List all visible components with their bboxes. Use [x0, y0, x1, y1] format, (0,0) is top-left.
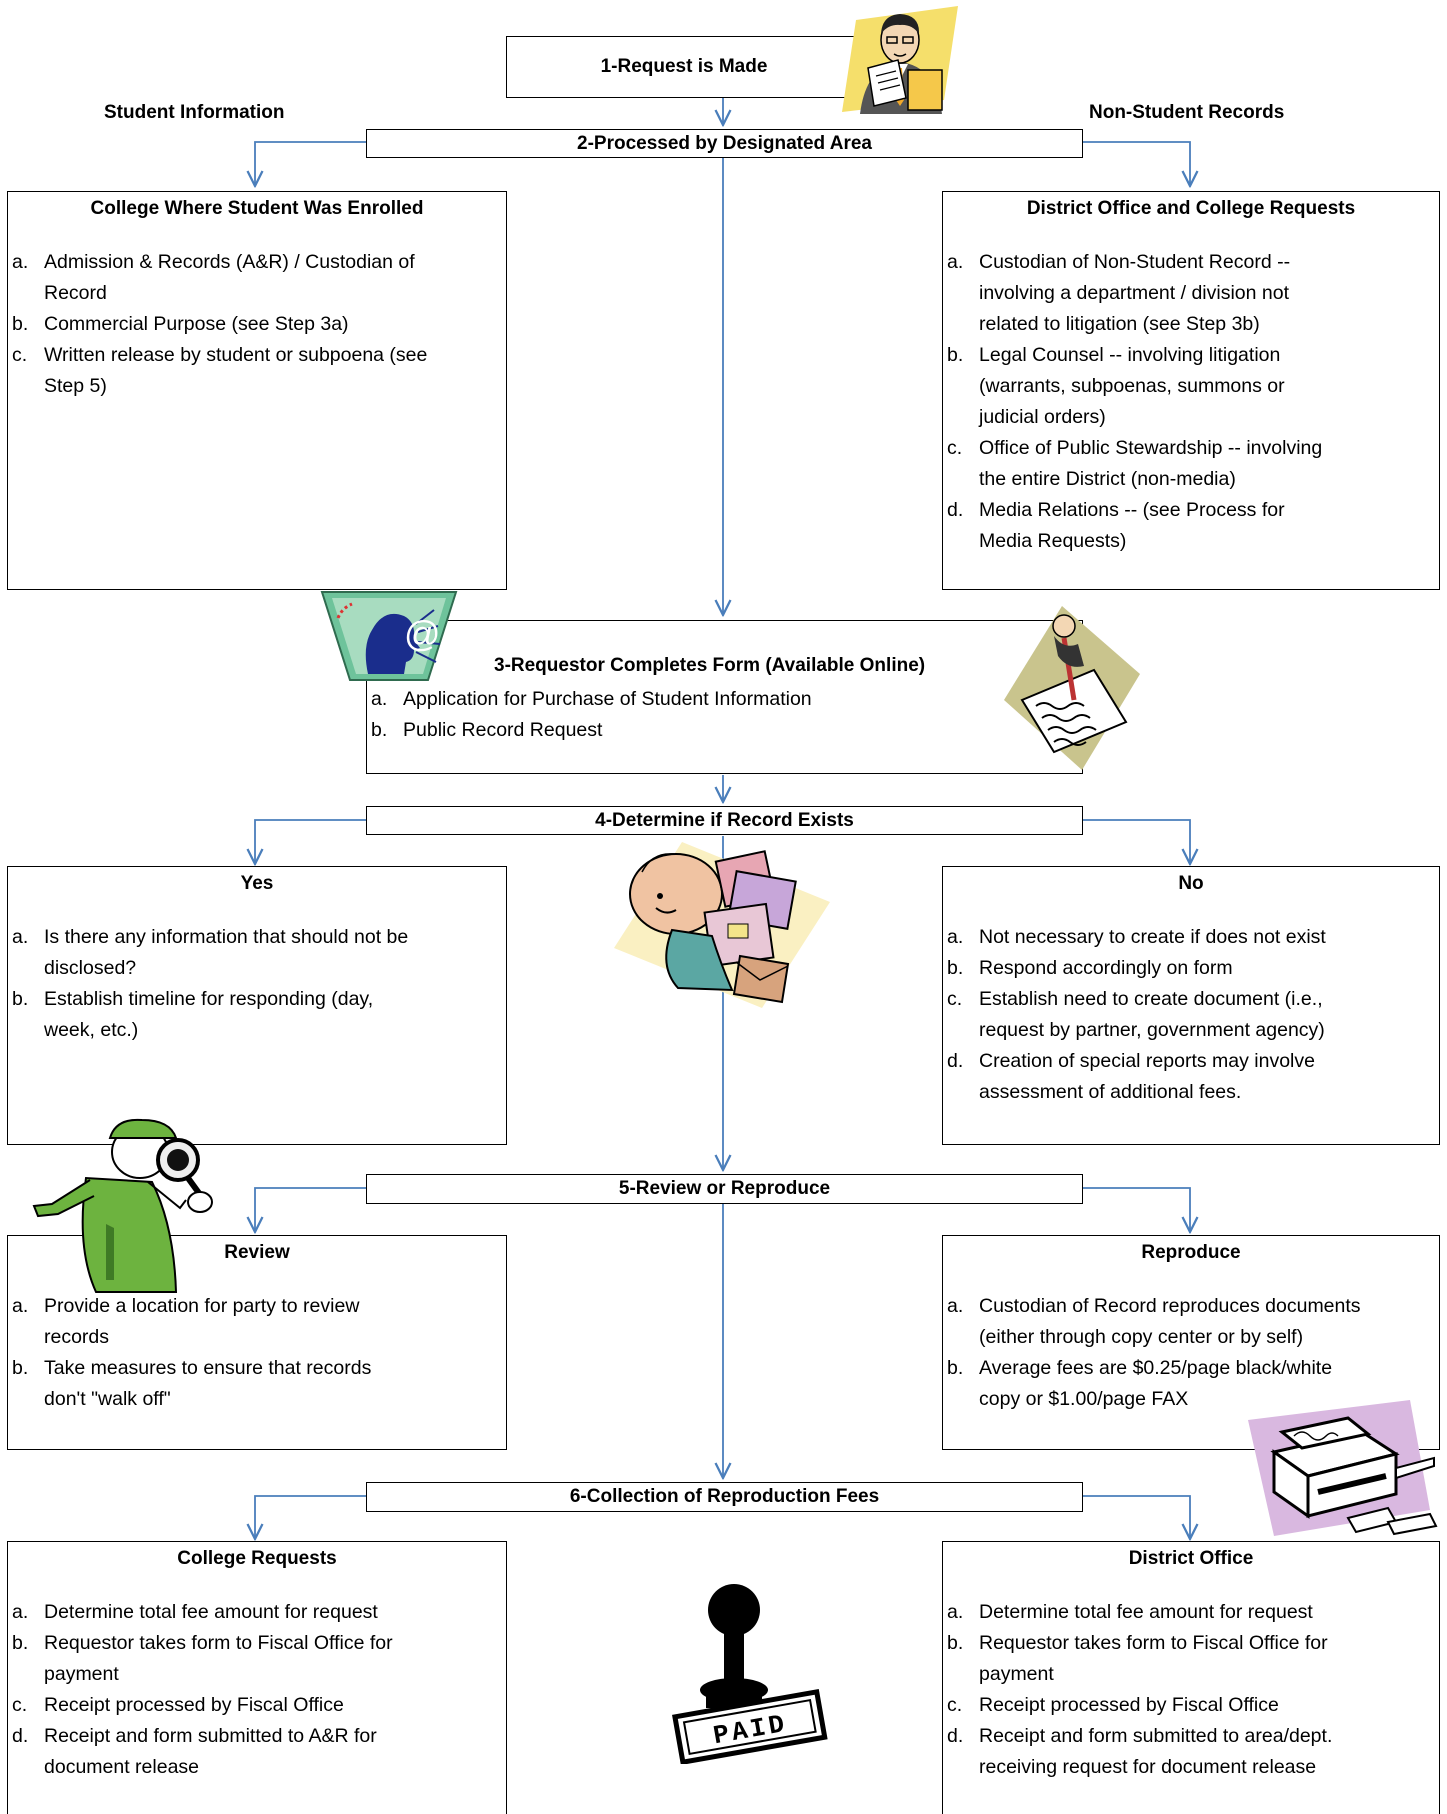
panel-title: College Requests — [177, 1548, 337, 1569]
svg-text:@: @ — [404, 613, 441, 654]
panel-title: Reproduce — [1141, 1242, 1241, 1263]
detective-icon — [32, 1118, 213, 1293]
list-item: a.Application for Purchase of Student In… — [371, 688, 812, 710]
step-6-label: 6-Collection of Reproduction Fees — [569, 1486, 880, 1507]
list-item: b.Public Record Request — [371, 719, 603, 741]
list-item: b.Average fees are $0.25/page black/whit… — [947, 1357, 1333, 1410]
student-information-label: Student Information — [104, 102, 285, 123]
list-item: c.Receipt processed by Fiscal Office — [12, 1694, 344, 1716]
list-item: d.Media Relations -- (see Process for Me… — [947, 499, 1285, 552]
panel-college-enrolled: College Where Student Was Enrolled a.Adm… — [7, 191, 507, 590]
panel-title: College Where Student Was Enrolled — [90, 198, 424, 219]
panel-college-requests: College Requests a.Determine total fee a… — [7, 1541, 507, 1814]
step-1-label: 1-Request is Made — [600, 56, 768, 77]
panel-items: a.Admission & Records (A&R) / Custodian … — [8, 247, 428, 402]
step-5-label: 5-Review or Reproduce — [618, 1178, 831, 1199]
step-1-request: 1-Request is Made — [506, 36, 862, 98]
panel-yes: Yes a.Is there any information that shou… — [7, 866, 507, 1145]
list-item: a.Custodian of Record reproduces documen… — [947, 1295, 1361, 1348]
list-item: b.Respond accordingly on form — [947, 957, 1233, 979]
list-item: a.Determine total fee amount for request — [947, 1601, 1313, 1623]
panel-district-college: District Office and College Requests a.C… — [942, 191, 1440, 590]
panel-items: a.Is there any information that should n… — [8, 922, 428, 1046]
list-item: c.Office of Public Stewardship -- involv… — [947, 437, 1323, 490]
list-item: c.Receipt processed by Fiscal Office — [947, 1694, 1279, 1716]
list-item: b.Establish timeline for responding (day… — [12, 988, 374, 1041]
list-item: d.Receipt and form submitted to A&R for … — [12, 1725, 377, 1778]
list-item: d.Receipt and form submitted to area/dep… — [947, 1725, 1333, 1778]
businessman-document-icon — [842, 6, 958, 114]
step-2-processed: 2-Processed by Designated Area — [366, 129, 1083, 158]
panel-title: District Office and College Requests — [1026, 198, 1356, 219]
panel-title: Review — [224, 1242, 290, 1263]
panel-items: a.Not necessary to create if does not ex… — [943, 922, 1363, 1108]
list-item: c.Written release by student or subpoena… — [12, 344, 428, 397]
panel-items: a.Custodian of Non-Student Record -- inv… — [943, 247, 1343, 557]
list-item: b.Take measures to ensure that records d… — [12, 1357, 372, 1410]
panel-title: District Office — [1128, 1548, 1254, 1569]
overloaded-person-icon — [614, 842, 830, 1008]
email-head-icon: @ — [320, 591, 458, 681]
list-item: c.Establish need to create document (i.e… — [947, 988, 1325, 1041]
panel-reproduce: Reproduce a.Custodian of Record reproduc… — [942, 1235, 1440, 1450]
list-item: a.Custodian of Non-Student Record -- inv… — [947, 251, 1291, 335]
paid-stamp-icon: PAID — [672, 1584, 828, 1764]
list-item: d.Creation of special reports may involv… — [947, 1050, 1315, 1103]
list-item: a.Is there any information that should n… — [12, 926, 409, 979]
step-3-items: a.Application for Purchase of Student In… — [367, 684, 812, 746]
step-3-label: 3-Requestor Completes Form (Available On… — [494, 655, 926, 676]
list-item: a.Provide a location for party to review… — [12, 1295, 360, 1348]
copier-icon — [1248, 1400, 1438, 1536]
non-student-records-label: Non-Student Records — [1089, 102, 1285, 123]
panel-district-office: District Office a.Determine total fee am… — [942, 1541, 1440, 1814]
list-item: a.Admission & Records (A&R) / Custodian … — [12, 251, 415, 304]
step-5-review-reproduce: 5-Review or Reproduce — [366, 1174, 1083, 1204]
panel-title: Yes — [240, 873, 274, 894]
step-3-form-box: 3-Requestor Completes Form (Available On… — [366, 620, 1083, 774]
panel-no: No a.Not necessary to create if does not… — [942, 866, 1440, 1145]
panel-items: a.Determine total fee amount for request… — [943, 1597, 1363, 1783]
writing-hand-icon — [1004, 606, 1140, 770]
step-2-label: 2-Processed by Designated Area — [577, 132, 872, 154]
list-item: b.Requestor takes form to Fiscal Office … — [12, 1632, 393, 1685]
step-4-label: 4-Determine if Record Exists — [595, 809, 854, 831]
panel-items: a.Determine total fee amount for request… — [8, 1597, 428, 1783]
list-item: b.Requestor takes form to Fiscal Office … — [947, 1632, 1328, 1685]
list-item: a.Determine total fee amount for request — [12, 1601, 378, 1623]
list-item: b.Legal Counsel -- involving litigation … — [947, 344, 1285, 428]
panel-title: No — [1178, 873, 1204, 894]
list-item: b.Commercial Purpose (see Step 3a) — [12, 313, 349, 335]
panel-items: a.Custodian of Record reproduces documen… — [943, 1291, 1363, 1415]
panel-items: a.Provide a location for party to review… — [8, 1291, 408, 1415]
step-6-collection: 6-Collection of Reproduction Fees — [366, 1482, 1083, 1512]
list-item: a.Not necessary to create if does not ex… — [947, 926, 1326, 948]
step-4-determine: 4-Determine if Record Exists — [366, 806, 1083, 835]
